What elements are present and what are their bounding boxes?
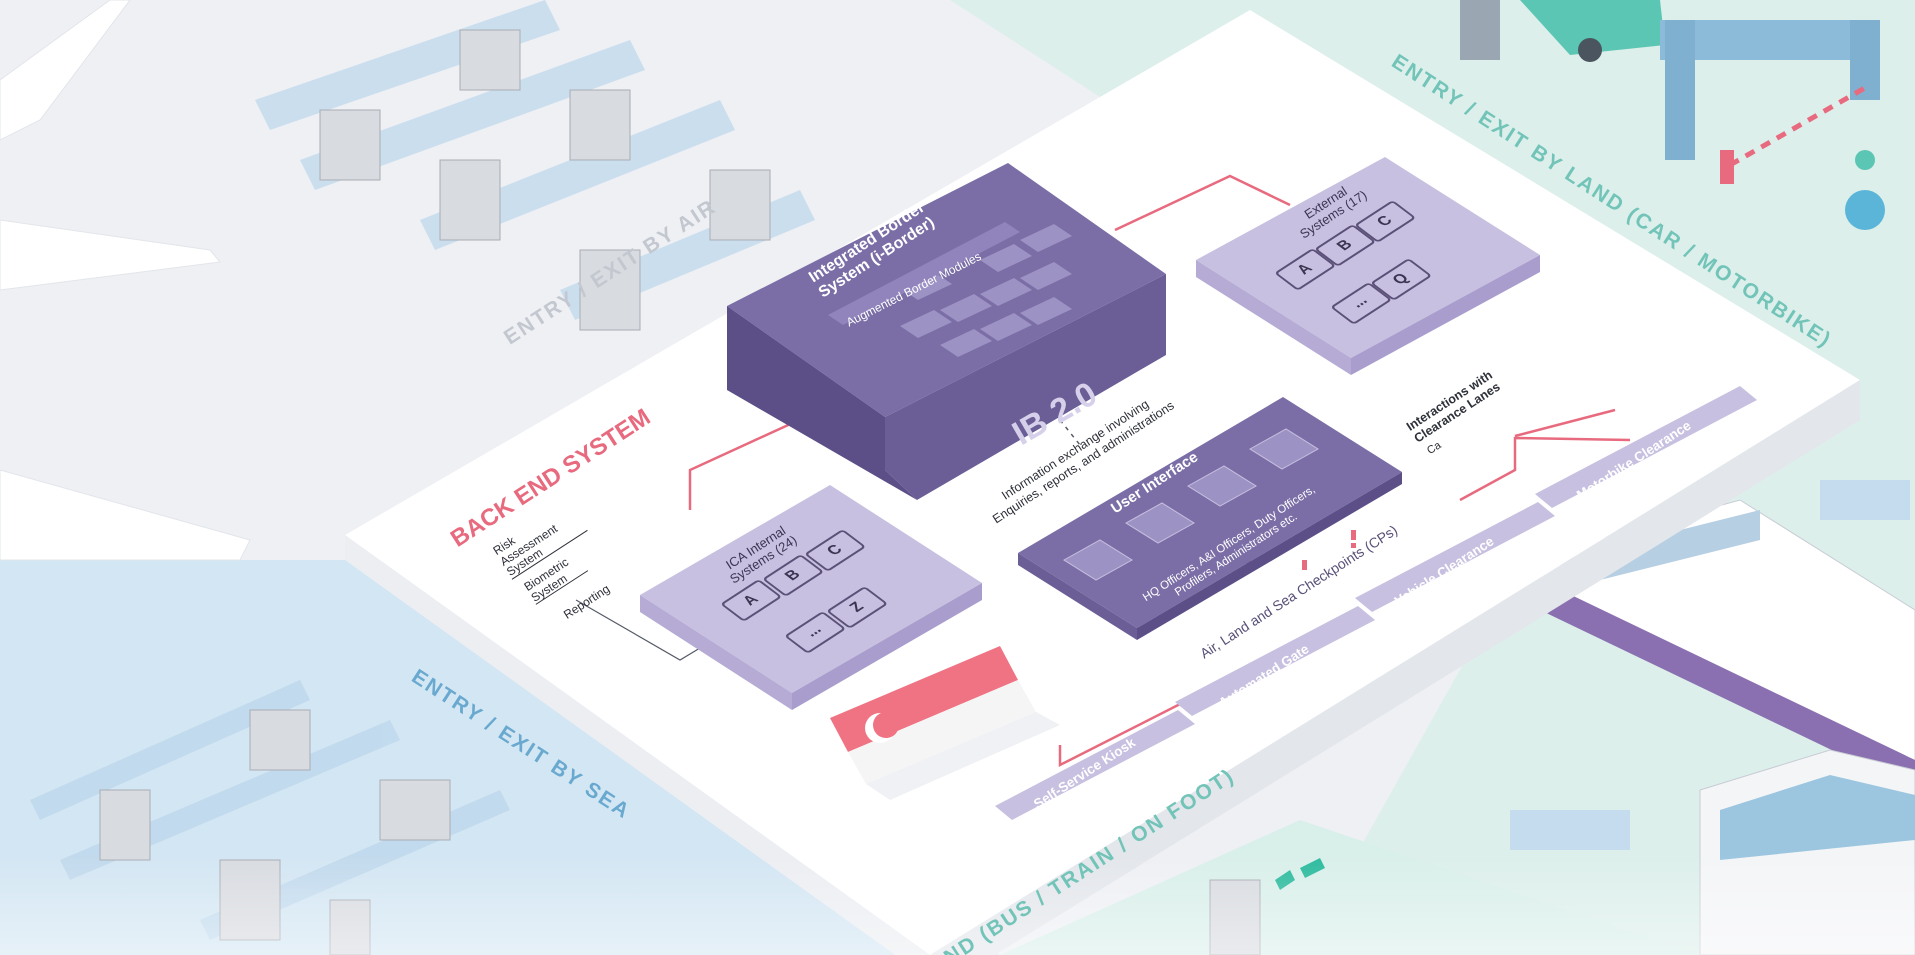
module-grid [900, 224, 1072, 357]
airplane-icon [0, 0, 251, 561]
air-gates [255, 0, 815, 331]
officer-avatar-icon [1125, 502, 1195, 544]
user-interface-panel [1018, 397, 1402, 640]
land-zone [950, 0, 1915, 955]
officer-avatar-icon [1187, 465, 1257, 507]
officer-avatar-icon [1063, 539, 1133, 581]
singapore-flag [830, 646, 1060, 800]
officer-avatar-icon [1249, 428, 1319, 470]
lane-bars [995, 386, 1757, 820]
external-systems-panel [1196, 157, 1540, 375]
modules-bar [828, 222, 1020, 325]
vehicle-gate-area [1460, 0, 1885, 230]
waiting-seats [1510, 480, 1910, 850]
ica-systems-panel [640, 485, 982, 710]
ib-box [727, 163, 1166, 500]
connector-lines [688, 174, 1631, 768]
